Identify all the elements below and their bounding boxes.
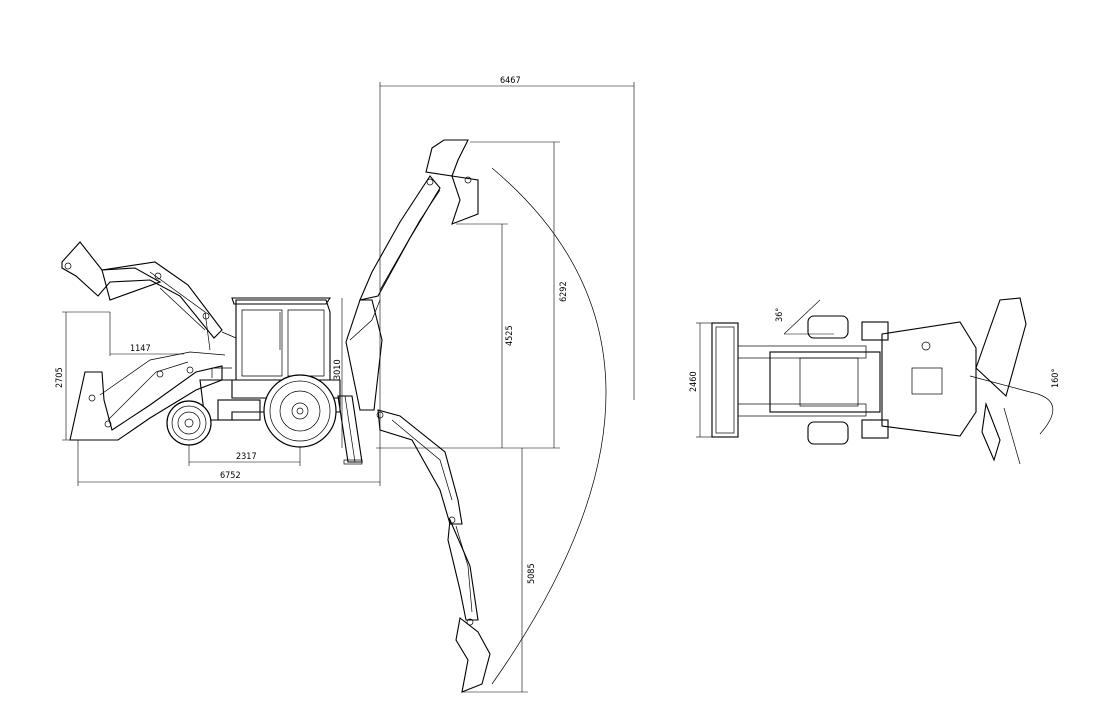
dim-2705: 2705 [55,367,65,388]
top-front-bucket [711,322,739,438]
side-view: 6467 6292 4525 5085 2705 1147 [55,76,635,693]
dim-5085: 5085 [527,563,537,584]
dim-6292: 6292 [559,281,569,302]
loader-arm-raised [61,241,223,351]
dim-1147: 1147 [130,344,151,354]
loader-arm-lowered [69,351,226,441]
backhoe-raised [345,139,479,411]
angle-36: 36° [775,308,785,322]
top-view: 2460 36° 160° [689,297,1061,465]
top-backhoe-boom [975,297,1027,398]
dim-2317: 2317 [236,452,257,462]
backhoe-lowered [376,409,491,693]
angle-160: 160° [1051,369,1061,389]
rear-wheel [263,374,337,448]
stabilizer [337,395,363,465]
top-cab [881,321,977,437]
dim-2460: 2460 [689,371,699,392]
dim-4525: 4525 [505,325,515,346]
dim-3010: 3010 [333,359,343,380]
reach-arc [491,167,607,685]
front-wheel [166,400,212,446]
side-dimensions: 6467 6292 4525 5085 2705 1147 [55,76,635,693]
top-frame [769,351,881,413]
dim-6752: 6752 [220,471,241,481]
dim-6467: 6467 [500,76,521,86]
cab [221,297,332,381]
